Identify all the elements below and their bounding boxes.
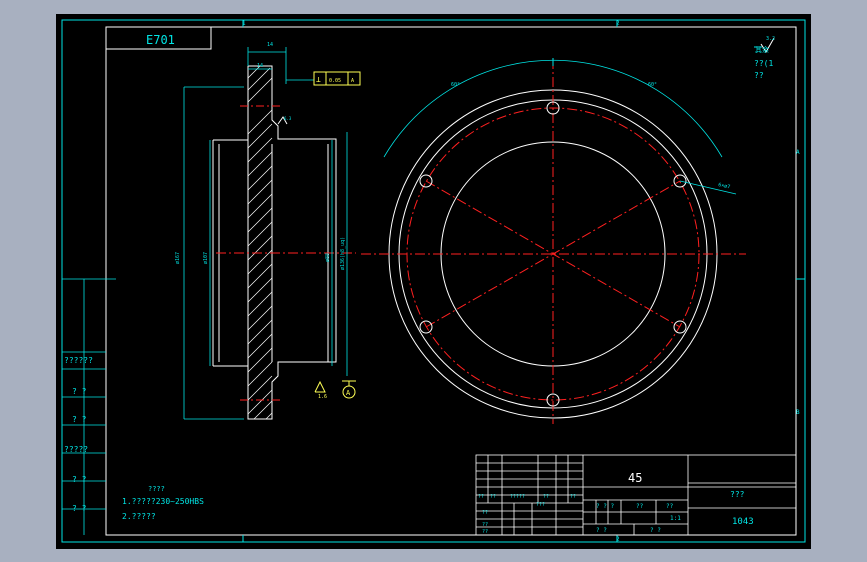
drawing-number: 1043 (732, 517, 754, 527)
left-panel-row-6: ? ? (72, 504, 87, 513)
left-panel-row-2: ? ? (72, 387, 87, 396)
left-panel (62, 278, 116, 535)
tb-label-a1: ?? (478, 494, 484, 500)
roughness-symbol-icon (754, 37, 775, 53)
bolt-hole (419, 320, 433, 334)
zone-label-right-a: A (796, 149, 800, 156)
tb-label-a4: ?? (543, 494, 549, 500)
bolt-hole (673, 174, 687, 188)
section-dimensions (183, 47, 348, 420)
tolerance-symbol: ⊥ (316, 75, 321, 84)
outer-frame (61, 19, 806, 543)
tb-label-c1: ?? (482, 522, 488, 528)
bolt-hole (546, 393, 560, 407)
dim-bore-diameter: ø107 (203, 252, 209, 264)
tolerance-datum: A (351, 78, 354, 84)
left-panel-row-5: ? ? (72, 475, 87, 484)
hole-callout: 6×ø7 (718, 182, 731, 190)
notes-line-2: 2.????? (122, 512, 156, 521)
tb-label-a5: ?? (570, 494, 576, 500)
finish-bottom: 1.6 (318, 394, 327, 400)
left-panel-row-3: ? ? (72, 415, 87, 424)
tolerance-value: 0.05 (329, 78, 341, 84)
tolerance-frame (313, 71, 361, 86)
cad-drawing: 2 1 2 A B E701 其余 3.2 ??(1 ?? (61, 19, 806, 543)
tb-label-b1: ?? (482, 510, 488, 516)
tb-label-a2: ?? (490, 494, 496, 500)
tb-label-b2: ??? (536, 502, 545, 508)
dim-flange-width: 14 (257, 63, 263, 69)
bolt-hole (673, 320, 687, 334)
roughness-value: 3.2 (766, 36, 775, 42)
zone-label-top-a: 1 (242, 20, 246, 27)
finish-value: 6.3 (284, 116, 292, 121)
tb-sheet-b: ? ? (650, 527, 661, 534)
bolt-hole (546, 101, 560, 115)
notes-heading: ???? (148, 485, 165, 493)
hole-leader (679, 180, 737, 195)
tb-scale-value: 1:1 (670, 515, 681, 522)
dim-hub-diameter: ø88 (325, 253, 331, 262)
material: 45 (628, 471, 642, 485)
part-code: E701 (146, 33, 175, 47)
zone-label-right-b: B (796, 409, 800, 416)
left-panel-row-1: ?????? (64, 356, 93, 365)
tb-weight-label: ?? (636, 503, 644, 510)
title-cell: ??? (730, 490, 745, 499)
bolt-hole (419, 174, 433, 188)
zone-label-bottom-b: 2 (616, 536, 620, 543)
tb-label-c2: ?? (482, 529, 488, 535)
front-view (361, 59, 746, 424)
zone-label-top-b: 2 (616, 20, 620, 27)
angle-left: 60° (451, 82, 460, 88)
roughness-label-a: ??(1 (754, 59, 773, 68)
datum-circle (342, 385, 356, 399)
inner-frame (105, 26, 797, 536)
roughness-label-b: ?? (754, 71, 764, 80)
finish-mark-icon (277, 116, 288, 125)
tb-scale-label: ?? (666, 503, 674, 510)
dim-center-diameter: ø136(h8_uq) (340, 237, 346, 270)
tb-stage-label: ? ? ? (596, 503, 614, 510)
part-code-box (106, 27, 212, 50)
title-block (475, 454, 797, 536)
notes-line-1: 1.?????230~250HBS (122, 497, 204, 506)
dim-top-width: 14 (267, 42, 273, 48)
tb-sheet-a: ? ? (596, 527, 607, 534)
drawing-sheet: 2 1 2 A B E701 其余 3.2 ??(1 ?? (56, 14, 811, 549)
roughness-note-1: 其余 (755, 45, 769, 54)
tb-label-a3: ????? (510, 494, 525, 500)
datum-triangle-icon (314, 380, 326, 393)
datum-label: A (346, 389, 351, 397)
section-view (212, 65, 356, 420)
dim-outer-diameter: ø167 (175, 252, 181, 264)
left-panel-row-4: ????? (64, 445, 88, 454)
angle-right: 60° (648, 82, 657, 88)
